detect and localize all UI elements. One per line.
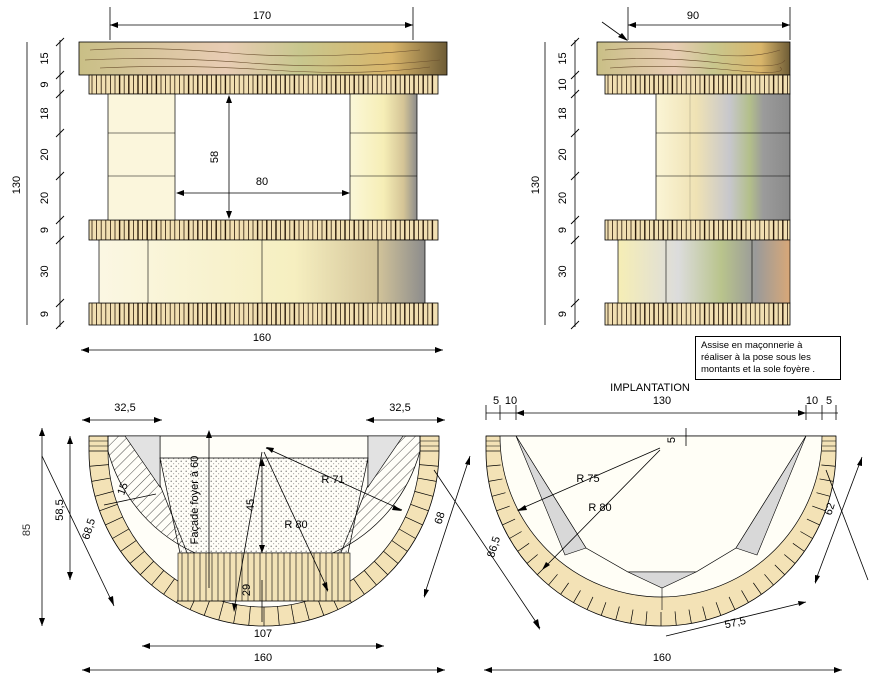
- plan-left-r71-label: R 71: [321, 474, 344, 486]
- plan-right-ring-bricks: [486, 435, 836, 626]
- front-brick-band-middle: [88, 219, 439, 241]
- row-dimension-label: 9: [39, 81, 51, 87]
- plan-left-facade-label: Façade foyer à 60: [189, 456, 201, 545]
- row-dimension-label: 18: [557, 107, 569, 119]
- plan-left-side-left-label: 32,5: [114, 402, 135, 414]
- row-dimension-label: 20: [39, 148, 51, 160]
- side-brick-band-bottom: [604, 302, 791, 326]
- side-upper-body: [655, 93, 791, 221]
- side-brick-band-middle: [604, 219, 791, 241]
- side-top-slab: [596, 41, 791, 76]
- plan-right-r80-label: R 80: [588, 502, 611, 514]
- side-lower-body: [617, 239, 791, 304]
- front-brick-band-top: [88, 74, 439, 95]
- plan-right-diag-right-label: 62: [823, 501, 838, 516]
- plan-left-bottom-bricks: [181, 553, 345, 601]
- side-total-height-label: 130: [530, 176, 542, 194]
- row-dimension-label: 20: [557, 192, 569, 204]
- side-width-top-label: 90: [687, 10, 699, 22]
- row-dimension-label: 20: [39, 192, 51, 204]
- plan-right-dim-1: 10: [505, 395, 517, 407]
- plan-left-r80-label: R 80: [284, 519, 307, 531]
- opening-width-label: 80: [256, 176, 268, 188]
- row-dimension-label: 9: [39, 227, 51, 233]
- plan-right-dim-4: 5: [826, 395, 832, 407]
- plan-left-diag-right-label: 68: [433, 510, 448, 525]
- plan-left-bottom-b-label: 107: [254, 628, 272, 640]
- plan-left: 32,5 32,5 85 58,5 68,5 15 Façade foyer à…: [21, 402, 541, 673]
- plan-right-width-label: 160: [653, 652, 671, 664]
- front-right-pillar: [349, 93, 418, 221]
- front-brick-band-bottom: [88, 302, 439, 326]
- plan-right-v5-label: 5: [666, 437, 678, 443]
- side-brick-band-top: [604, 74, 791, 95]
- front-left-pillar: [107, 93, 176, 221]
- front-view: 58 80 170 160 130 15 9 18 20 20 9 30 9: [11, 7, 448, 353]
- plan-right-dim-0: 5: [493, 395, 499, 407]
- row-dimension-label: 9: [39, 311, 51, 317]
- plan-right-dim-2: 130: [653, 395, 671, 407]
- plan-right: IMPLANTATION 5 10 130 10 5 5 R 75 R 80: [484, 382, 869, 673]
- plan-right-diag-left-label: 86,5: [485, 535, 503, 559]
- row-dimension-label: 9: [557, 311, 569, 317]
- row-dimension-label: 18: [39, 107, 51, 119]
- plan-left-depth-label: 45: [245, 499, 257, 511]
- opening-height-label: 58: [209, 151, 221, 163]
- front-total-height-label: 130: [11, 176, 23, 194]
- plan-right-dim-3: 10: [806, 395, 818, 407]
- row-dimension-label: 30: [557, 265, 569, 277]
- plan-left-ring-bricks: [89, 435, 439, 626]
- masonry-note: Assise en maçonnerie à réaliser à la pos…: [695, 336, 841, 380]
- plan-left-bottom-a-label: 29: [241, 584, 253, 596]
- plan-left-height-a-label: 58,5: [54, 499, 66, 520]
- plan-left-width-label: 160: [254, 652, 272, 664]
- front-width-bottom-label: 160: [253, 332, 271, 344]
- row-dimension-label: 30: [39, 265, 51, 277]
- front-row-dimensions: 15 9 18 20 20 9 30 9: [39, 37, 65, 330]
- row-dimension-label: 9: [557, 227, 569, 233]
- plan-left-height-total-label: 85: [21, 524, 33, 536]
- plan-right-r75-label: R 75: [576, 473, 599, 485]
- side-view: 90 130 15 10 18 20 20 9 30 9: [530, 7, 791, 330]
- front-width-top-label: 170: [253, 10, 271, 22]
- row-dimension-label: 10: [557, 78, 569, 90]
- row-dimension-label: 20: [557, 148, 569, 160]
- plan-left-side-right-label: 32,5: [389, 402, 410, 414]
- row-dimension-label: 15: [39, 52, 51, 64]
- plan-right-bottom-a-label: 57,5: [724, 615, 748, 632]
- implantation-title: IMPLANTATION: [610, 382, 690, 394]
- row-dimension-label: 15: [557, 52, 569, 64]
- plan-left-angle-label: 15: [115, 481, 130, 497]
- side-row-dimensions: 15 10 18 20 20 9 30 9: [557, 37, 580, 330]
- plan-left-diag-left-label: 68,5: [80, 517, 98, 541]
